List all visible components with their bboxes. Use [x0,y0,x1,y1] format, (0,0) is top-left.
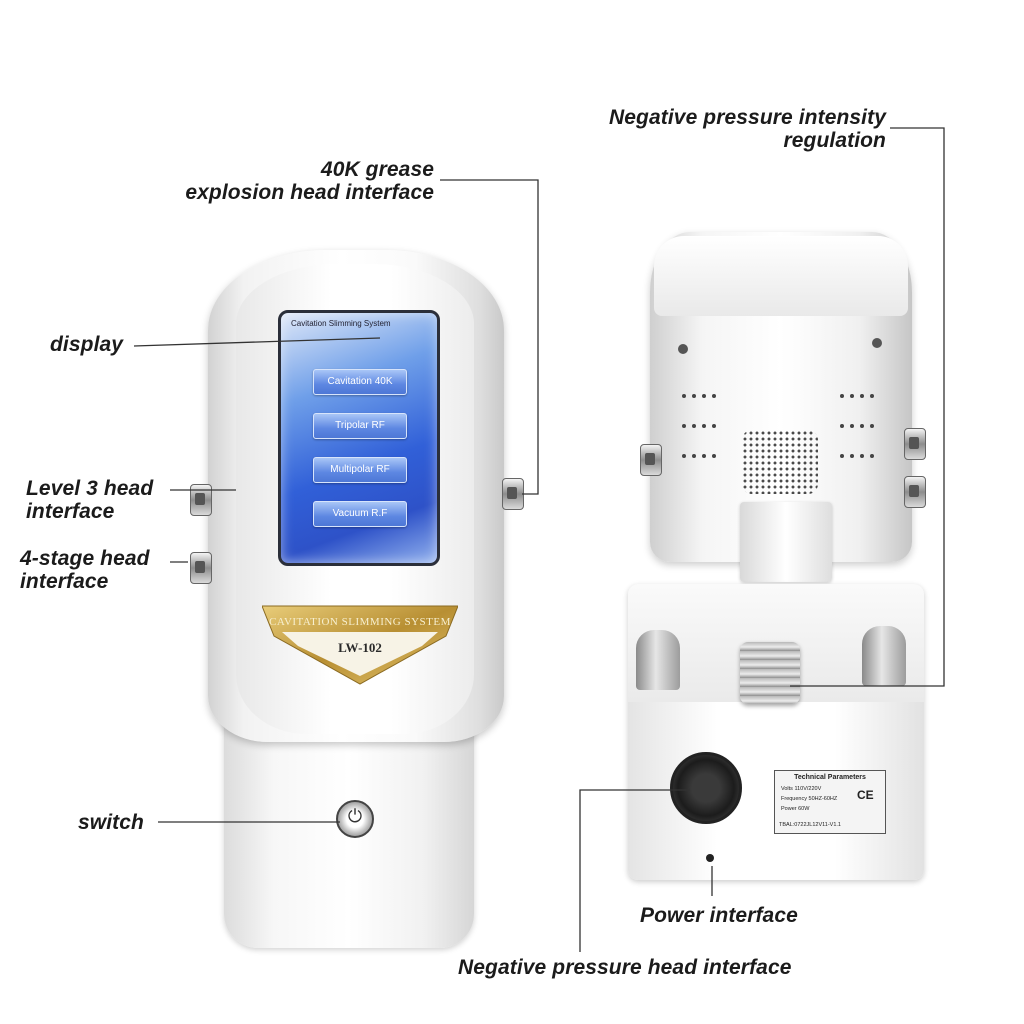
pressure-regulation-knob[interactable] [740,642,800,704]
negative-pressure-head-port[interactable] [706,854,714,862]
leader-grease-head [440,179,539,495]
back-side-port[interactable] [904,476,926,508]
label-grease-head: 40K grease explosion head interface [130,158,434,204]
leader-neg-pressure-head [579,789,690,952]
vent-dot [692,424,696,428]
front-body: Cavitation Slimming System Cavitation 40… [208,250,504,742]
back-side-port[interactable] [640,444,662,476]
vent-dot [692,454,696,458]
left-nozzle [636,630,680,690]
vent-dot [870,454,874,458]
label-display: display [50,333,124,356]
right-nozzle [862,626,906,686]
label-neg-pressure-reg: Negative pressure intensity regulation [540,106,886,152]
label-neg-pressure-reg-line2: regulation [783,129,886,152]
power-socket[interactable] [670,752,742,824]
screen-button-cavitation[interactable]: Cavitation 40K [313,369,407,395]
vent-dot [712,394,716,398]
label-level3: Level 3 head interface [26,477,153,523]
power-icon: ⏻ [347,806,363,826]
vent-dot [860,394,864,398]
badge-line-2: LW-102 [338,640,382,655]
back-side-port[interactable] [904,428,926,460]
label-grease-head-line1: 40K grease [320,158,434,181]
label-stage4: 4-stage head interface [20,547,150,593]
vent-dot [850,394,854,398]
vent-dot [840,394,844,398]
vent-dot [702,454,706,458]
front-view-device: Cavitation Slimming System Cavitation 40… [190,250,524,948]
vent-dot [840,424,844,428]
label-switch: switch [78,811,144,834]
vent-dot [870,424,874,428]
ce-mark: CE [857,788,874,802]
screen-button-vacuum[interactable]: Vacuum R.F [313,501,407,527]
vent-dot [860,454,864,458]
label-stage4-line1: 4-stage head [20,547,150,570]
vent-dot [682,454,686,458]
back-head-top [654,236,908,316]
vent-dot [702,394,706,398]
label-grease-head-line2: explosion head interface [185,181,434,204]
label-level3-line2: interface [26,500,115,523]
vent-dot [682,424,686,428]
plate-title: Technical Parameters [794,774,866,781]
vent-dot [712,454,716,458]
power-switch[interactable]: ⏻ [336,800,374,838]
leader-display [133,337,381,347]
vent-dot [850,454,854,458]
plate-row-power: Power 60W [781,806,810,812]
label-level3-line1: Level 3 head [26,477,154,500]
back-stand [740,502,832,582]
leader-neg-pressure-reg [790,127,945,687]
label-stage4-line2: interface [20,570,109,593]
screw [678,344,688,354]
badge-line-1: CAVITATION SLIMMING SYSTEM [269,616,451,628]
stage4-head-port[interactable] [190,552,212,584]
vent-dot [860,424,864,428]
level3-head-port[interactable] [190,484,212,516]
label-neg-pressure-head: Negative pressure head interface [458,956,792,979]
technical-parameters-plate: Technical Parameters Volts 110V/220V Fre… [774,770,886,834]
brand-badge: CAVITATION SLIMMING SYSTEM LW-102 [261,602,459,686]
display-screen: Cavitation Slimming System Cavitation 40… [278,310,440,566]
screen-button-tripolar[interactable]: Tripolar RF [313,413,407,439]
vent-dot [850,424,854,428]
plate-row-frequency: Frequency 50HZ-60HZ [781,796,838,802]
speaker-grille [742,430,818,494]
screw [872,338,882,348]
badge-shape [261,605,459,685]
vent-dot [682,394,686,398]
vent-dot [870,394,874,398]
label-neg-pressure-reg-line1: Negative pressure intensity [609,106,886,129]
screen-button-multipolar[interactable]: Multipolar RF [313,457,407,483]
vent-dot [692,394,696,398]
vent-dot [840,454,844,458]
back-view-device: Technical Parameters Volts 110V/220V Fre… [620,232,950,892]
vent-dot [702,424,706,428]
plate-row-volts: Volts 110V/220V [781,786,822,792]
vent-dot [712,424,716,428]
label-power: Power interface [640,904,798,927]
plate-code: TBAL:0722JL12V11-V1.1 [779,822,841,828]
screen-title: Cavitation Slimming System [291,319,391,328]
